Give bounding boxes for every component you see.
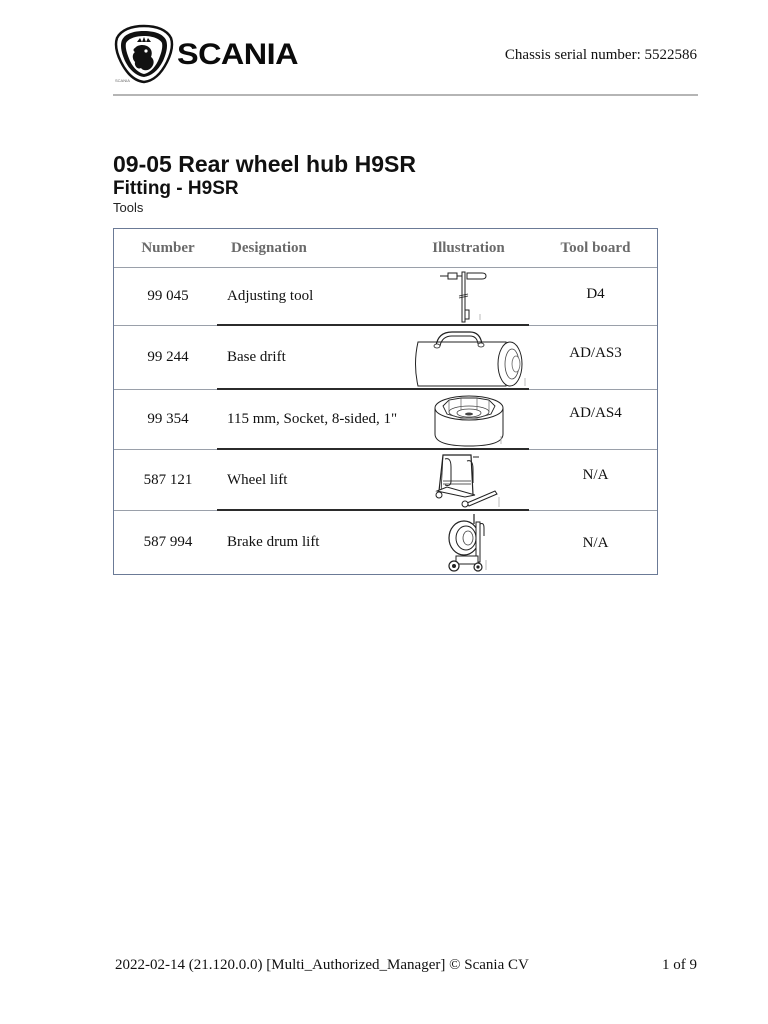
scania-griffin-badge-icon: SCANIA	[114, 24, 174, 84]
tool-number: 99 354	[147, 411, 189, 427]
title-block: 09-05 Rear wheel hub H9SR Fitting - H9SR…	[113, 150, 416, 216]
page-number: 1 of 9	[662, 957, 697, 973]
column-header-illustration: Illustration	[432, 239, 505, 256]
base-drift-icon	[414, 330, 525, 386]
tool-illustration	[402, 450, 535, 510]
table-row: 587 121 Wheel lift N/A	[114, 448, 657, 510]
table-header-row: Number Designation Illustration Tool boa…	[114, 229, 657, 267]
wheel-lift-icon	[434, 454, 499, 508]
chassis-serial-number: Chassis serial number: 5522586	[504, 47, 697, 63]
tool-board: D4	[586, 286, 605, 302]
page-header: SCANIA SCANIA Chassis serial number: 552…	[0, 0, 768, 100]
svg-text:SCANIA: SCANIA	[115, 78, 130, 83]
table-row: 99 354 115 mm, Socket, 8-sided, 1" AD/AS…	[114, 388, 657, 449]
table-row: 99 244 Base drift AD/AS3	[114, 324, 657, 389]
page-subtitle: Fitting - H9SR	[113, 178, 239, 199]
column-header-designation: Designation	[231, 239, 307, 256]
scania-logo: SCANIA SCANIA	[113, 24, 323, 86]
tool-number: 99 045	[147, 288, 189, 304]
table-row: 587 994 Brake drum lift N/A	[114, 509, 657, 574]
section-label: Tools	[113, 200, 144, 215]
tool-board: N/A	[582, 535, 609, 551]
tool-designation: Adjusting tool	[227, 288, 314, 304]
socket-icon	[434, 395, 503, 447]
tool-board: AD/AS3	[569, 345, 622, 361]
tools-table: Number Designation Illustration Tool boa…	[113, 228, 658, 575]
row-divider-accent	[217, 509, 529, 511]
tool-illustration	[402, 511, 535, 574]
tool-designation: 115 mm, Socket, 8-sided, 1"	[227, 411, 398, 427]
brand-wordmark: SCANIA	[177, 38, 299, 71]
row-divider-accent	[217, 448, 529, 450]
row-divider-accent	[217, 324, 529, 326]
footer-metadata: 2022-02-14 (21.120.0.0) [Multi_Authorize…	[115, 957, 529, 973]
tool-board: N/A	[582, 467, 609, 483]
column-header-tool-board: Tool board	[560, 239, 631, 256]
tool-illustration	[402, 268, 535, 325]
tool-designation: Base drift	[227, 349, 286, 365]
tool-designation: Wheel lift	[227, 471, 288, 488]
tool-number: 587 994	[143, 534, 193, 550]
tool-board: AD/AS4	[569, 405, 622, 421]
table-row: 99 045 Adjusting tool D4	[114, 267, 657, 325]
tool-designation: Brake drum lift	[227, 534, 320, 550]
tool-number: 587 121	[143, 471, 193, 488]
header-divider	[113, 94, 698, 96]
page-title: 09-05 Rear wheel hub H9SR	[113, 151, 416, 177]
tool-illustration	[402, 390, 535, 449]
row-divider-accent	[217, 388, 529, 390]
brake-drum-lift-icon	[447, 513, 486, 572]
adjusting-tool-icon	[439, 271, 487, 322]
tool-number: 99 244	[147, 349, 189, 365]
column-header-number: Number	[141, 239, 195, 256]
tool-illustration	[402, 326, 535, 389]
